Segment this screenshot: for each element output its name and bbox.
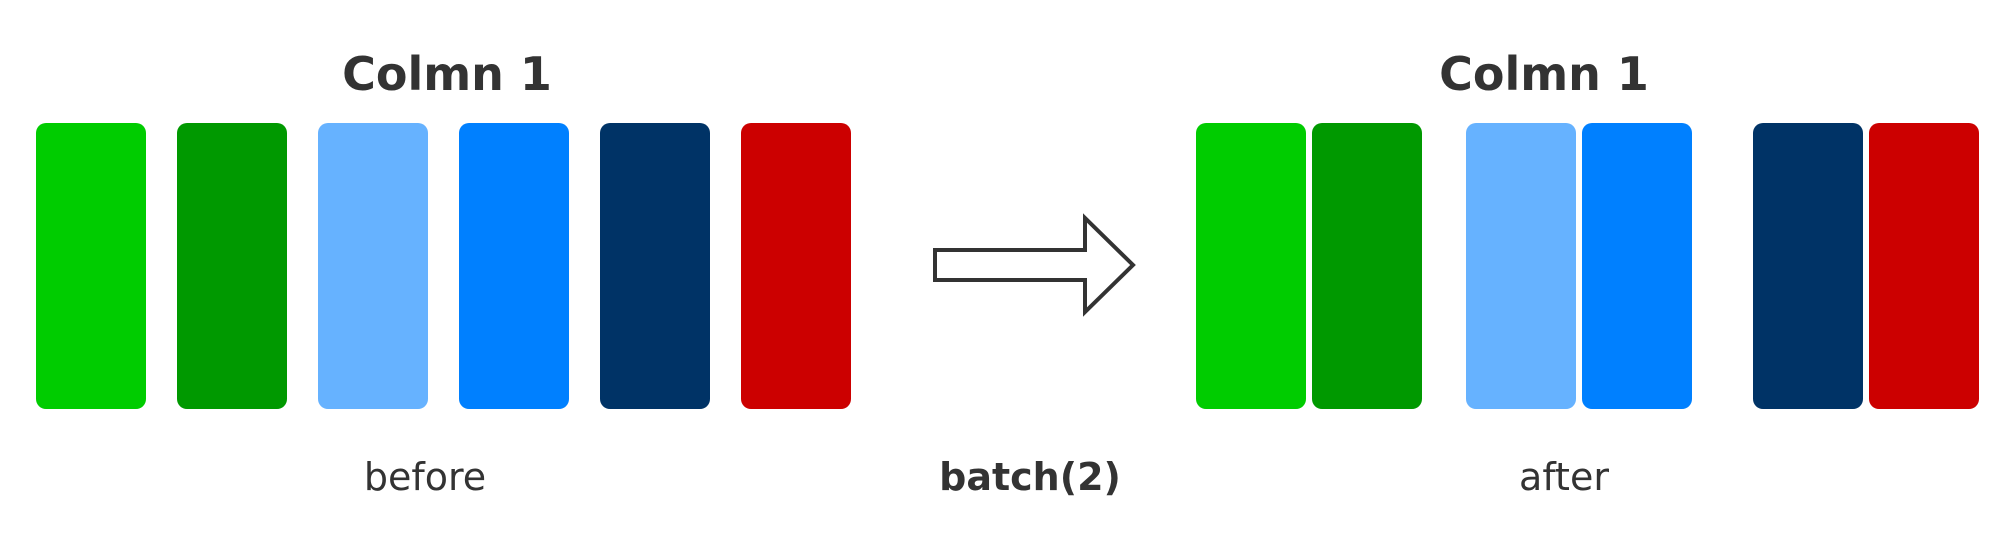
before-bar-6: [741, 123, 851, 409]
after-caption: after: [1519, 455, 1609, 499]
right-arrow-icon: [930, 210, 1140, 320]
after-bar-4: [1582, 123, 1692, 409]
after-panel: Colmn 1 after: [1180, 0, 2002, 538]
before-bar-1: [36, 123, 146, 409]
operation-label: batch(2): [939, 455, 1121, 499]
after-bar-3: [1466, 123, 1576, 409]
before-bar-5: [600, 123, 710, 409]
after-bar-2: [1312, 123, 1422, 409]
after-bar-6: [1869, 123, 1979, 409]
after-bar-1: [1196, 123, 1306, 409]
after-title: Colmn 1: [1439, 47, 1649, 101]
before-bar-2: [177, 123, 287, 409]
before-bar-4: [459, 123, 569, 409]
before-bar-3: [318, 123, 428, 409]
before-title: Colmn 1: [342, 47, 552, 101]
before-panel: Colmn 1 before: [0, 0, 900, 538]
before-caption: before: [363, 455, 487, 499]
after-bar-5: [1753, 123, 1863, 409]
